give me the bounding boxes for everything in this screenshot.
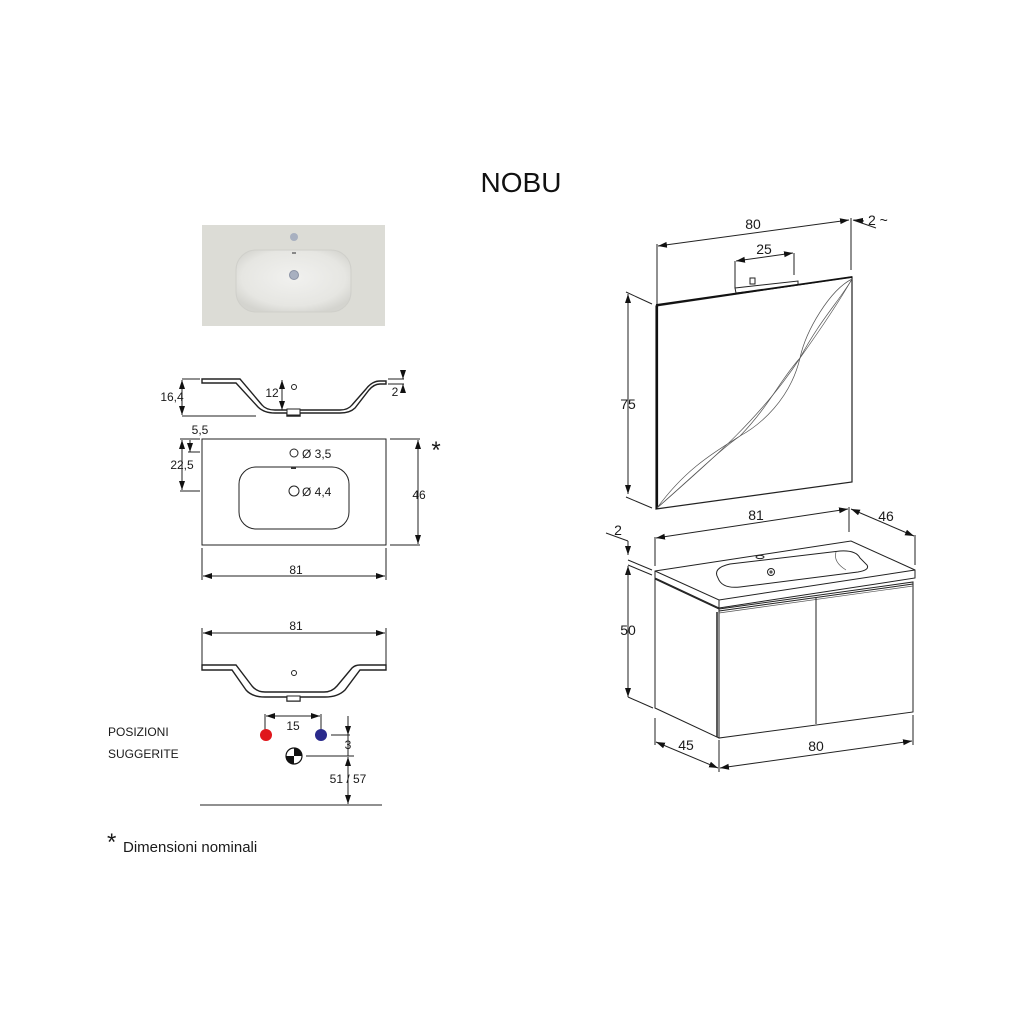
drain-symbol-icon [285,747,303,765]
lamp-width-label: 25 [756,241,772,257]
tap-offset-label: 22,5 [170,458,194,472]
top-view: Ø 3,5 Ø 4,4 5,5 22,5 46 * 81 [170,423,441,580]
drain-icon [289,270,299,280]
footnote-asterisk: * [107,829,116,856]
cabinet-top-depth-label: 46 [878,508,894,524]
front-width-label: 81 [289,619,303,633]
depth-label: 46 [412,488,426,502]
drain-hole-label: Ø 4,4 [302,485,332,499]
section-view: 16,4 12 2 [160,370,406,417]
mirror-depth-label: 2 ~ [868,212,888,228]
tap-hole-icon [290,233,298,241]
cabinet-base-depth-label: 45 [678,737,694,753]
cabinet-height-label: 50 [620,622,636,638]
cold-water-icon [315,729,327,741]
basin-depth-label: 12 [265,386,279,400]
width-label: 81 [289,563,303,577]
cabinet-top-thickness-label: 2 [614,522,622,538]
page-title: NOBU [481,167,562,198]
mirror-view: 80 2 ~ 25 75 [620,212,888,510]
cabinet-view: 81 46 2 50 45 [605,507,916,772]
nominal-asterisk: * [431,437,440,464]
cabinet-top-width-label: 81 [748,507,764,523]
hot-water-icon [260,729,272,741]
rim-label: 2 [392,385,399,399]
sink-photo [202,225,385,326]
cabinet-base-width-label: 80 [808,738,824,754]
section-height-label: 16,4 [160,390,184,404]
footnote-text: Dimensioni nominali [123,839,257,856]
drain-height-label: 51 / 57 [330,772,367,786]
suggested-positions-line1: POSIZIONI [108,725,169,739]
suggested-positions-line2: SUGGERITE [108,747,179,761]
front-view: 81 POSIZIONI SUGGERITE 15 3 51 / 57 [108,619,387,806]
mirror-width-label: 80 [745,216,761,232]
edge-offset-label: 5,5 [192,423,209,437]
mirror-height-label: 75 [620,396,636,412]
vertical-offset-label: 3 [345,738,352,752]
tap-hole-label: Ø 3,5 [302,447,332,461]
tap-spacing-label: 15 [286,719,300,733]
